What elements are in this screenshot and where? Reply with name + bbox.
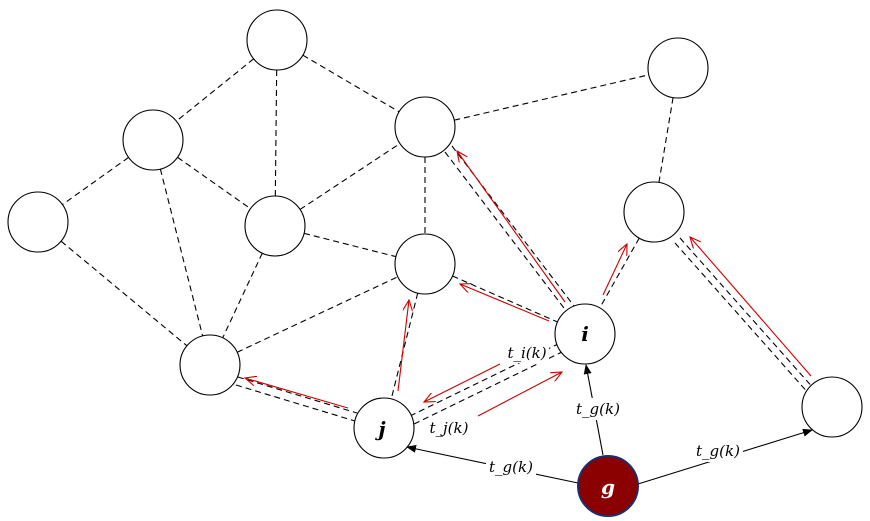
- arrow-right-to-upper: [690, 237, 812, 377]
- arrow-i-to-right: [602, 244, 627, 296]
- node-center: [394, 233, 456, 295]
- node-g-label: g: [601, 475, 615, 499]
- arrow-j-to-center: [397, 300, 409, 392]
- nodes: [7, 9, 863, 517]
- edge-label-ti: t_i(k): [507, 344, 546, 362]
- arrow-j-to-i: [477, 372, 562, 417]
- node-bottom-right: [801, 376, 863, 438]
- edge-label-tg-j: t_g(k): [489, 458, 533, 476]
- node-top: [246, 9, 308, 71]
- arrow-i-to-top: [457, 151, 566, 303]
- arrow-i-to-center: [460, 284, 550, 322]
- node-lower-left: [179, 334, 241, 396]
- edge-label-tg-i: t_g(k): [576, 400, 620, 418]
- node-i: [554, 303, 616, 365]
- red-arrows: [245, 151, 812, 417]
- node-upper-left: [122, 109, 184, 171]
- node-upper-center: [394, 96, 456, 158]
- arrow-j-to-left: [245, 378, 349, 409]
- edge-label-tg-right: t_g(k): [696, 442, 740, 460]
- node-mid-right: [623, 181, 685, 243]
- arrow-i-to-j: [424, 363, 501, 402]
- node-top-right: [647, 37, 709, 99]
- node-j: [353, 397, 415, 459]
- edge-label-tj: t_j(k): [430, 419, 469, 437]
- node-g: [577, 455, 639, 517]
- node-i-label: i: [581, 322, 589, 346]
- node-far-left: [7, 191, 69, 253]
- node-center-left: [244, 195, 306, 257]
